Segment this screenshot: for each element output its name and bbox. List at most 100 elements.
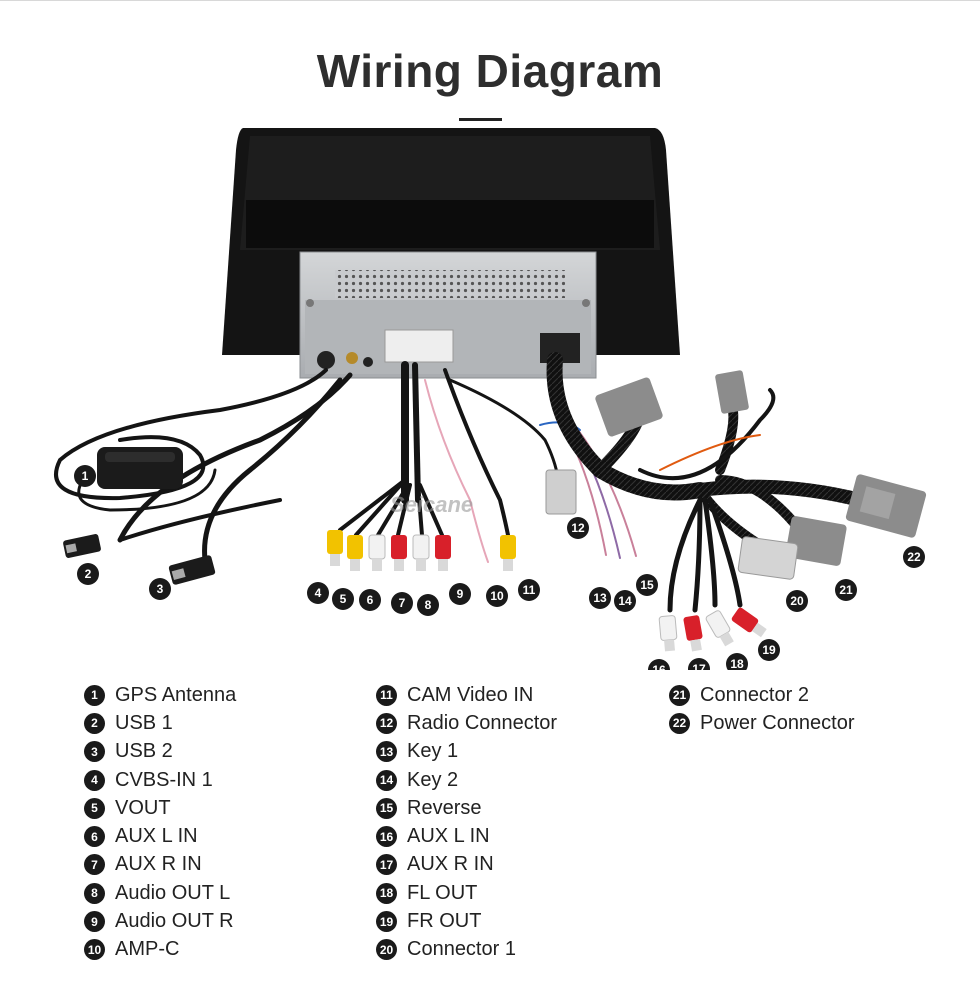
- callout-6: 6: [359, 589, 381, 611]
- legend-item: 14 Key 2: [376, 766, 557, 794]
- callout-20: 20: [786, 590, 808, 612]
- svg-text:20: 20: [790, 594, 804, 608]
- legend-label: VOUT: [115, 796, 171, 819]
- legend-item: 7 AUX R IN: [84, 851, 236, 879]
- legend-item: 10 AMP-C: [84, 936, 236, 964]
- legend-number-badge: 7: [84, 854, 105, 876]
- legend-label: AUX R IN: [115, 853, 202, 876]
- legend-label: FR OUT: [407, 910, 482, 933]
- legend-label: Power Connector: [700, 711, 855, 734]
- legend-label: Audio OUT L: [115, 881, 231, 904]
- legend-number-badge: 11: [376, 684, 397, 706]
- legend-number-badge: 17: [376, 854, 397, 876]
- legend-label: Audio OUT R: [115, 910, 234, 933]
- legend-label: Key 2: [407, 768, 459, 791]
- callout-14: 14: [614, 590, 636, 612]
- svg-text:9: 9: [457, 587, 464, 601]
- legend-label: Key 1: [407, 740, 459, 763]
- legend-number-badge: 16: [376, 826, 397, 848]
- svg-text:11: 11: [523, 583, 536, 597]
- callout-1: 1: [74, 465, 96, 487]
- legend-item: 16 AUX L IN: [376, 822, 557, 850]
- callout-8: 8: [417, 594, 439, 616]
- usb-plugs: [63, 534, 216, 585]
- legend-label: FL OUT: [407, 881, 478, 904]
- callout-22: 22: [903, 546, 925, 568]
- connector-2: [785, 516, 847, 566]
- legend-item: 13 Key 1: [376, 738, 557, 766]
- wiring-diagram-illustration: Seicane 12345678910111213141516171819202…: [54, 128, 927, 670]
- svg-text:10: 10: [490, 589, 504, 603]
- main-socket: [384, 329, 454, 363]
- head-unit: [222, 128, 680, 379]
- legend-number-badge: 2: [84, 712, 105, 734]
- legend-label: AUX R IN: [407, 853, 494, 876]
- callout-7: 7: [391, 592, 413, 614]
- svg-text:16: 16: [652, 663, 666, 670]
- legend-number-badge: 13: [376, 741, 397, 763]
- callout-17: 17: [688, 658, 710, 670]
- rca-plugs: [327, 530, 767, 652]
- title-underline: [459, 118, 502, 121]
- legend-label: CAM Video IN: [407, 683, 534, 706]
- page-title: Wiring Diagram: [316, 45, 664, 97]
- legend-item: 11 CAM Video IN: [376, 681, 557, 709]
- callout-21: 21: [835, 579, 857, 601]
- svg-text:19: 19: [762, 643, 776, 657]
- vent-grille: [335, 270, 565, 298]
- svg-text:14: 14: [618, 594, 632, 608]
- svg-text:22: 22: [907, 550, 921, 564]
- legend-number-badge: 10: [84, 939, 105, 961]
- svg-text:2: 2: [85, 567, 92, 581]
- svg-text:4: 4: [315, 586, 322, 600]
- callout-5: 5: [332, 588, 354, 610]
- callout-18: 18: [726, 653, 748, 670]
- callout-12: 12: [567, 517, 589, 539]
- legend-number-badge: 4: [84, 769, 105, 791]
- legend-number-badge: 12: [376, 712, 397, 734]
- legend-label: Connector 2: [700, 683, 809, 706]
- svg-text:18: 18: [730, 657, 744, 670]
- callout-19: 19: [758, 639, 780, 661]
- svg-text:3: 3: [157, 582, 164, 596]
- legend-number-badge: 14: [376, 769, 397, 791]
- legend-item: 5 VOUT: [84, 794, 236, 822]
- callout-13: 13: [589, 587, 611, 609]
- callout-16: 16: [648, 659, 670, 670]
- legend-label: CVBS-IN 1: [115, 768, 213, 791]
- svg-text:1: 1: [82, 469, 89, 483]
- legend-item: 8 Audio OUT L: [84, 879, 236, 907]
- callout-15: 15: [636, 574, 658, 596]
- callout-2: 2: [77, 563, 99, 585]
- svg-text:17: 17: [692, 662, 706, 670]
- callout-4: 4: [307, 582, 329, 604]
- legend-label: Reverse: [407, 796, 482, 819]
- legend-label: AMP-C: [115, 938, 180, 961]
- gps-antenna: [97, 447, 183, 489]
- top-divider: [0, 0, 980, 1]
- svg-text:12: 12: [571, 521, 585, 535]
- legend-number-badge: 5: [84, 797, 105, 819]
- harness-connectors: [545, 370, 927, 580]
- legend-item: 9 Audio OUT R: [84, 907, 236, 935]
- legend-label: USB 2: [115, 740, 173, 763]
- legend-number-badge: 9: [84, 911, 105, 933]
- svg-text:21: 21: [839, 583, 853, 597]
- legend-number-badge: 8: [84, 882, 105, 904]
- connector-1: [737, 536, 799, 580]
- legend-label: AUX L IN: [407, 825, 490, 848]
- svg-text:5: 5: [340, 592, 347, 606]
- legend-number-badge: 1: [84, 684, 105, 706]
